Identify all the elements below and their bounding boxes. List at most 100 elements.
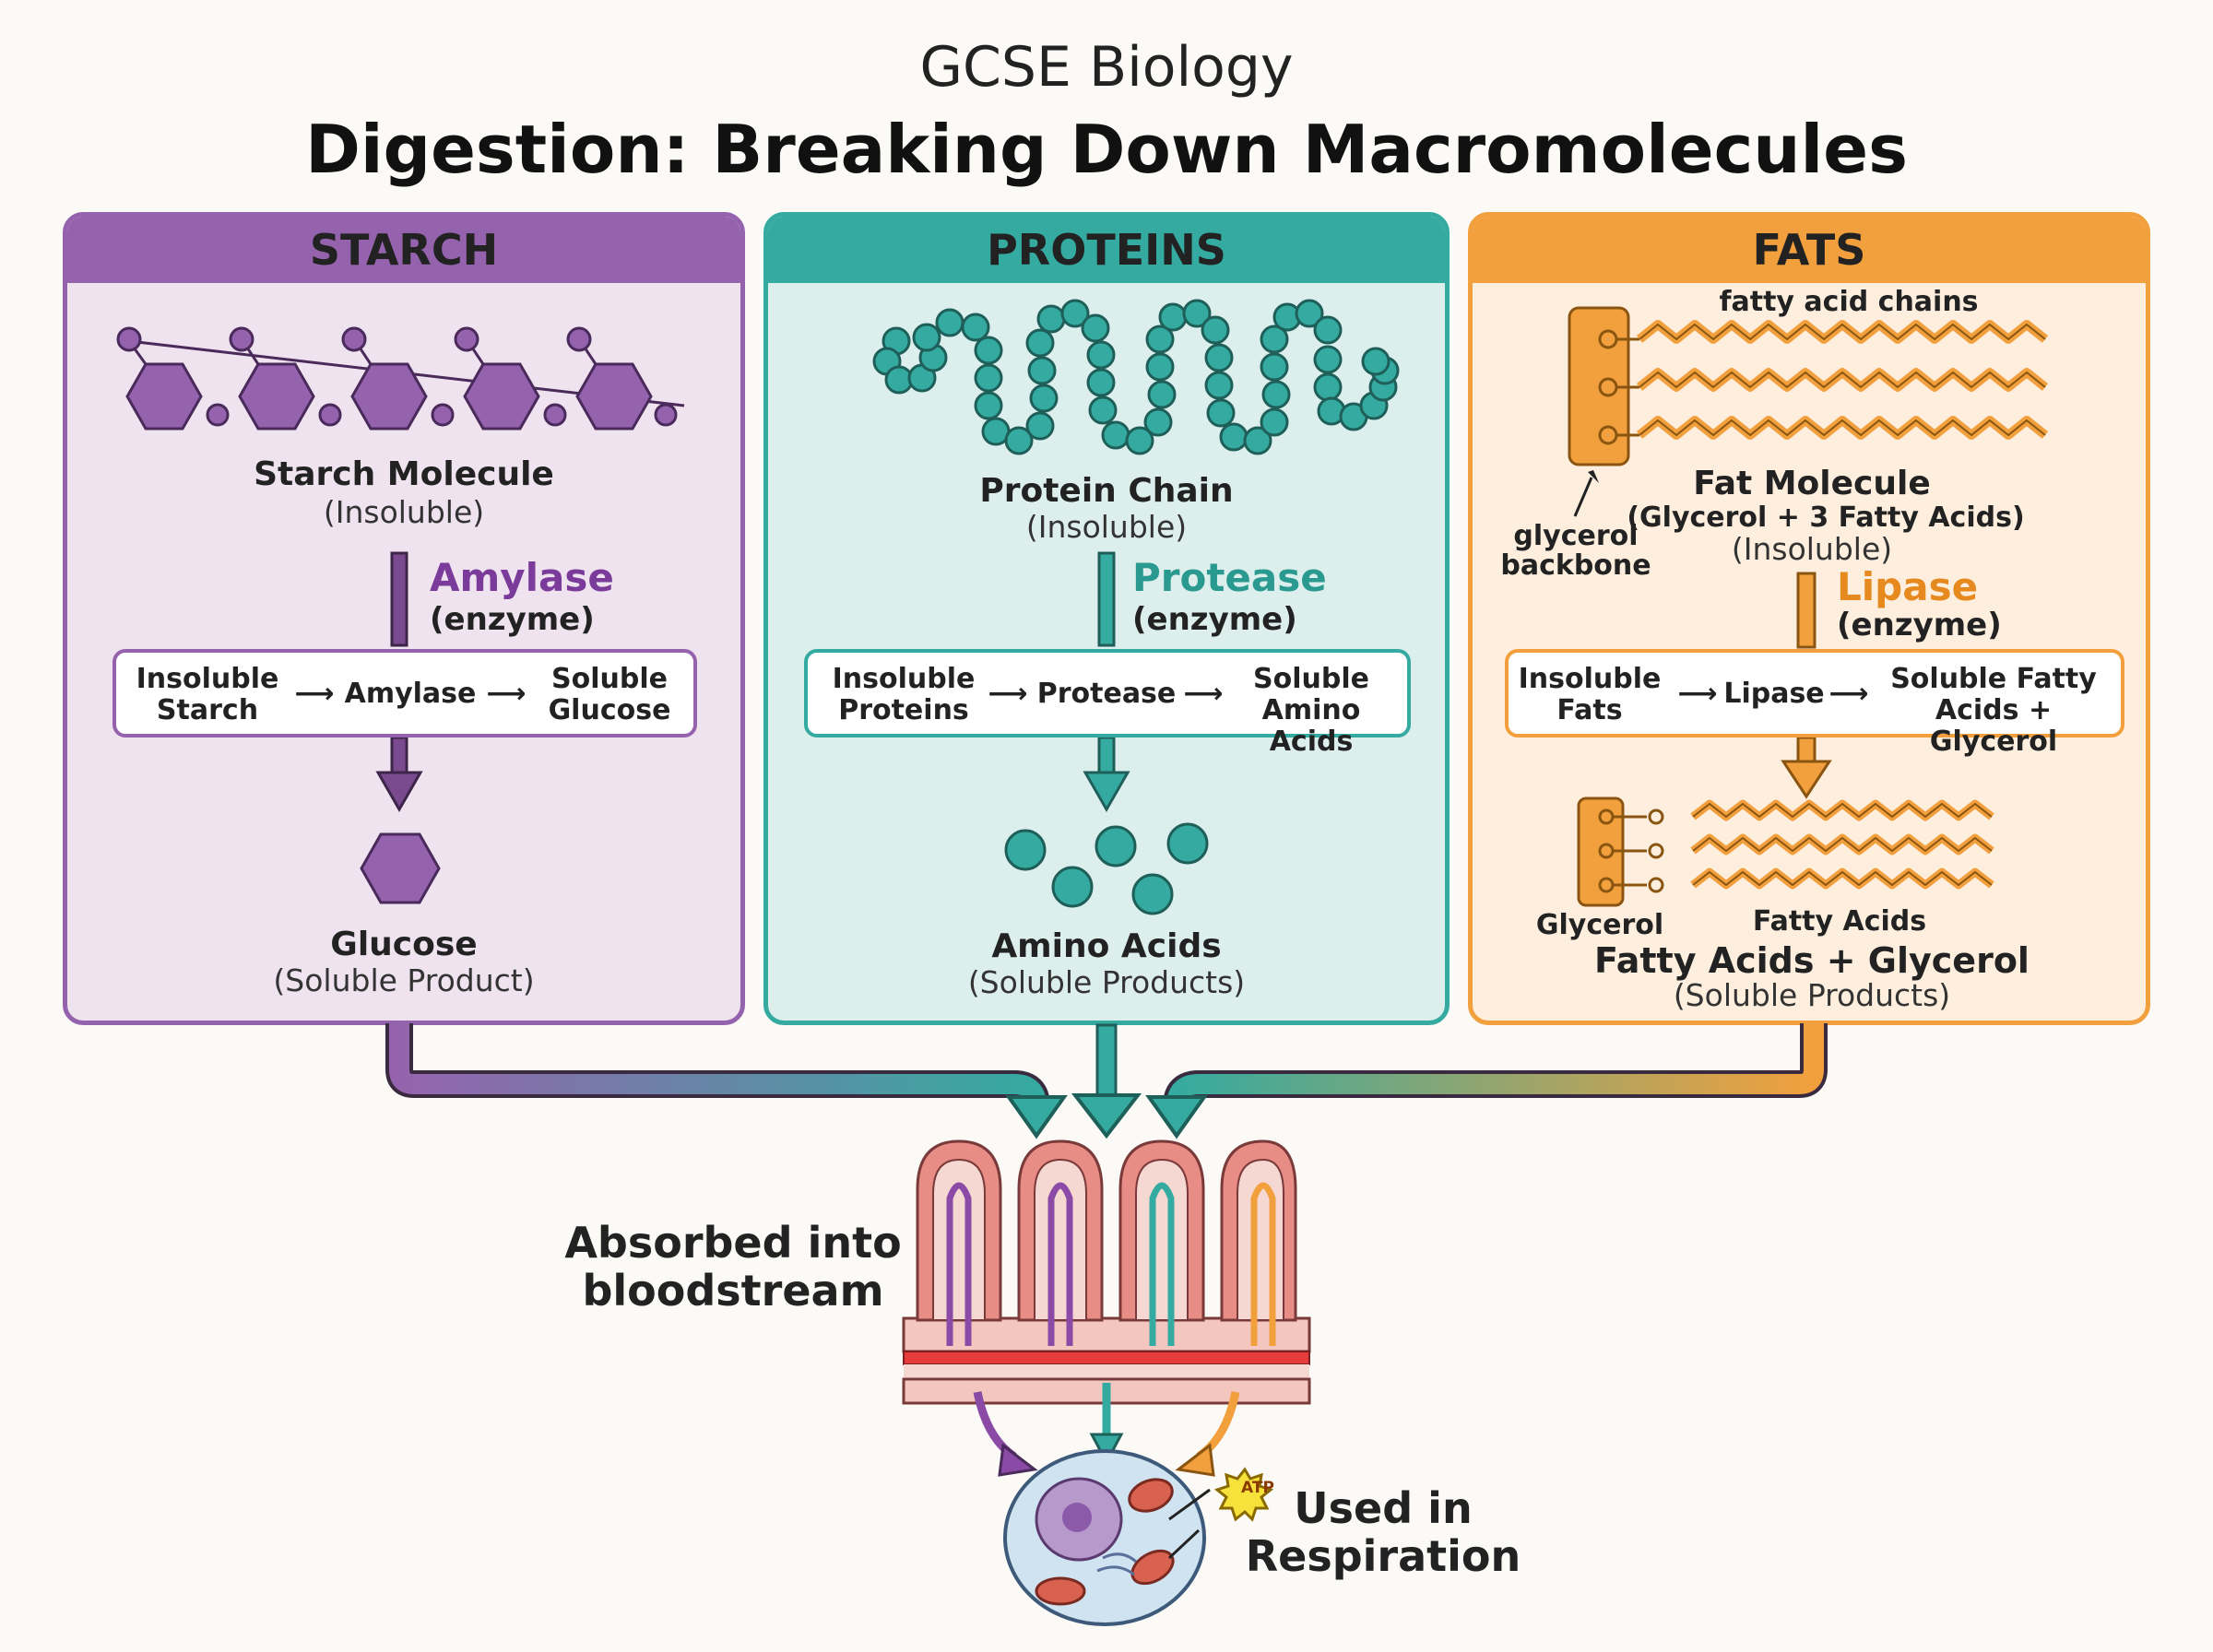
fat-products-icon <box>1577 796 1994 907</box>
protein-bead <box>1004 426 1034 455</box>
protein-chain-note: (Insoluble) <box>1025 509 1188 545</box>
atp-label: ATP <box>1241 1479 1274 1497</box>
protein-bead <box>1219 422 1249 452</box>
arrow-right-icon: ⟶ <box>294 678 335 710</box>
protein-chain-label: Protein Chain <box>979 472 1234 510</box>
starch-heading: STARCH <box>67 217 740 283</box>
protein-bead <box>1313 315 1343 345</box>
protein-bead <box>974 336 1003 365</box>
starch-molecule-icon <box>116 326 685 431</box>
amylase-enzyme-note: (enzyme) <box>430 601 595 638</box>
protein-bead <box>1243 426 1272 455</box>
lipase-label: Lipase <box>1837 564 1979 609</box>
protein-bead <box>1260 352 1289 382</box>
glucose-label: Glucose <box>330 926 478 963</box>
protein-arrow <box>1083 551 1130 813</box>
protein-chain-icon <box>872 299 1400 455</box>
protein-product: Soluble Amino Acids <box>1253 663 1369 758</box>
fatty-acid-chains-label: fatty acid chains <box>1719 286 1979 318</box>
protein-bead <box>1081 313 1110 343</box>
protein-bead <box>1260 407 1289 437</box>
protein-bead <box>1027 356 1057 385</box>
starch-product: Soluble Glucose <box>548 663 671 726</box>
protein-heading: PROTEINS <box>768 217 1445 283</box>
protein-bead <box>1260 324 1289 354</box>
protein-bead <box>1029 384 1059 413</box>
protein-bead <box>1145 324 1175 354</box>
protein-bead <box>1313 345 1343 374</box>
fat-equation-box: Insoluble Fats ⟶ Lipase ⟶ Soluble Fatty … <box>1505 649 2124 758</box>
fat-reactant: Insoluble Fats <box>1518 663 1662 726</box>
starch-molecule-note: (Insoluble) <box>323 494 485 530</box>
amino-acids-label: Amino Acids <box>991 927 1222 965</box>
amino-acids-note: (Soluble Products) <box>967 964 1246 1000</box>
fat-molecule-icon <box>1568 306 2049 517</box>
fatty-acids-label: Fatty Acids <box>1752 905 1927 938</box>
arrow-right-icon: ⟶ <box>1183 678 1224 710</box>
respiration-label: Used in Respiration <box>1245 1483 1521 1581</box>
protein-bead <box>1145 352 1175 382</box>
protein-bead <box>912 323 941 352</box>
lipase-enzyme-note: (enzyme) <box>1837 607 2002 643</box>
protein-enzyme: Protease <box>1036 678 1177 710</box>
protein-reactant: Insoluble Proteins <box>832 663 976 726</box>
protein-bead <box>1086 340 1116 370</box>
fat-enzyme: Lipase <box>1723 678 1825 710</box>
protein-bead <box>1101 420 1130 450</box>
convergence-arrowheads <box>1005 1093 1208 1139</box>
body-cell-icon <box>1003 1449 1206 1626</box>
glucose-icon <box>360 832 441 904</box>
page-subtitle: GCSE Biology <box>919 35 1294 100</box>
protein-bead <box>1086 368 1116 397</box>
protein-bead <box>1143 407 1173 437</box>
absorbed-label: Absorbed into bloodstream <box>564 1218 902 1316</box>
arrow-right-icon: ⟶ <box>988 678 1028 710</box>
fat-molecule-detail: (Glycerol + 3 Fatty Acids) <box>1627 502 2025 534</box>
protein-bead <box>935 308 964 337</box>
cell-arrowheads <box>998 1433 1215 1477</box>
protein-bead <box>1206 398 1236 428</box>
protein-bead <box>974 391 1003 420</box>
protein-bead <box>1025 328 1055 358</box>
protein-bead <box>1158 302 1188 332</box>
fat-product: Soluble Fatty Acids + Glycerol <box>1890 663 2097 758</box>
protein-bead <box>1201 315 1230 345</box>
protein-bead <box>1361 347 1391 376</box>
protein-bead <box>1182 299 1212 328</box>
amylase-label: Amylase <box>430 555 614 600</box>
protein-bead <box>1036 304 1066 334</box>
starch-reactant: Insoluble Starch <box>136 663 279 726</box>
protein-bead <box>1060 299 1090 328</box>
protein-bead <box>1295 299 1324 328</box>
starch-equation-box: Insoluble Starch ⟶ Amylase ⟶ Soluble Glu… <box>112 649 697 738</box>
protein-equation-box: Insoluble Proteins ⟶ Protease ⟶ Soluble … <box>804 649 1411 758</box>
fat-molecule-note: (Insoluble) <box>1731 531 1893 567</box>
arrow-right-icon: ⟶ <box>1677 678 1718 710</box>
protein-bead <box>1204 371 1234 400</box>
protein-bead <box>1025 411 1055 441</box>
starch-molecule-label: Starch Molecule <box>254 455 554 493</box>
atp-burst-icon <box>1167 1467 1274 1560</box>
fat-arrow <box>1781 572 1832 799</box>
amino-acids-icon <box>1004 822 1209 915</box>
fat-products-label: Fatty Acids + Glycerol <box>1594 940 2030 981</box>
protein-bead <box>974 363 1003 393</box>
glucose-note: (Soluble Product) <box>273 962 535 998</box>
protein-bead <box>1088 395 1118 425</box>
fat-products-note: (Soluble Products) <box>1673 977 1951 1013</box>
glycerol-backbone-label: glycerol backbone <box>1500 520 1651 582</box>
fat-heading: FATS <box>1473 217 2146 283</box>
protein-bead <box>1261 380 1291 409</box>
protein-bead <box>961 313 990 342</box>
glycerol-label: Glycerol <box>1535 909 1664 941</box>
arrow-right-icon: ⟶ <box>486 678 527 710</box>
starch-arrow <box>375 551 423 813</box>
intestine-villi-icon <box>902 1139 1311 1405</box>
fat-molecule-label: Fat Molecule <box>1693 465 1931 502</box>
protein-bead <box>1204 343 1234 372</box>
protein-bead <box>1147 380 1177 409</box>
protein-bead <box>1313 372 1343 402</box>
starch-enzyme: Amylase <box>344 678 477 710</box>
protein-bead <box>1125 426 1154 455</box>
